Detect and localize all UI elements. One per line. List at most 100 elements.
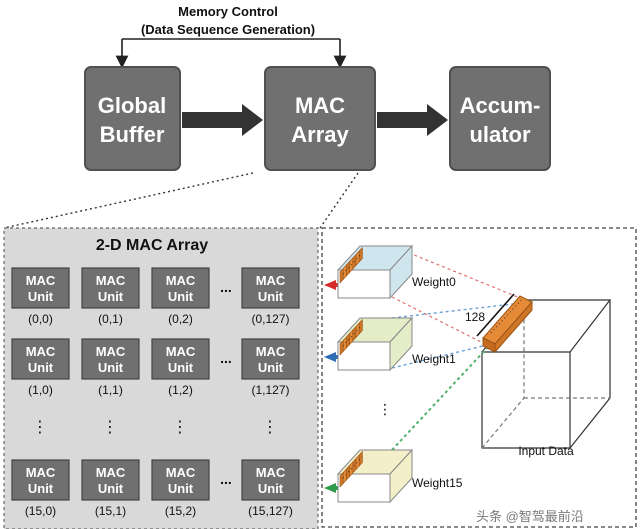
weight1-label: Weight1 (412, 352, 456, 366)
mac-unit-label-bottom: Unit (98, 360, 124, 375)
row-ellipsis: ... (220, 279, 232, 295)
mac-unit-box (11, 267, 70, 309)
mac-unit-box (81, 338, 140, 380)
mac-unit-box (241, 338, 300, 380)
mac-unit-label-top: MAC (166, 344, 196, 359)
mac-unit-coord: (0,0) (28, 312, 53, 326)
accumulator-label-1: Accum- (460, 93, 541, 118)
mac-unit-label-bottom: Unit (98, 289, 124, 304)
weight15-block (336, 448, 414, 504)
arrow-blue-weight1 (324, 352, 346, 362)
mac-unit-coord: (15,2) (165, 504, 196, 518)
mac-unit-coord: (15,1) (95, 504, 126, 518)
mac-unit-box (241, 267, 300, 309)
column-vertical-ellipsis: ⋮ (32, 419, 48, 436)
mac-unit-coord: (0,2) (168, 312, 193, 326)
column-vertical-ellipsis: ⋮ (172, 419, 188, 436)
mac-unit-label-bottom: Unit (28, 481, 54, 496)
arrow-green-weight15 (324, 483, 346, 493)
mac-unit-box (151, 338, 210, 380)
zoom-line-left (3, 172, 254, 229)
column-vertical-ellipsis: ⋮ (262, 419, 278, 436)
mac-unit-box (81, 267, 140, 309)
row-ellipsis: ... (220, 471, 232, 487)
mac-unit-box (81, 459, 140, 501)
weight1-block (336, 316, 414, 372)
link-red-top (391, 245, 531, 303)
weight0-label: Weight0 (412, 275, 456, 289)
mac-unit-grid: MACUnit(0,0)MACUnit(0,1)MACUnit(0,2)MACU… (11, 267, 300, 518)
mac-unit-coord: (1,1) (98, 383, 123, 397)
mac-array-label-2: Array (291, 122, 349, 147)
mac-unit-label-bottom: Unit (28, 360, 54, 375)
mac-unit-label-bottom: Unit (258, 481, 284, 496)
column-vertical-ellipsis: ⋮ (102, 419, 118, 436)
mac-array-label-1: MAC (295, 93, 345, 118)
mac-unit-box (11, 338, 70, 380)
mac-unit-label-top: MAC (256, 465, 286, 480)
mac-unit-coord: (1,2) (168, 383, 193, 397)
mac-unit-coord: (1,0) (28, 383, 53, 397)
depth-indicator-line (476, 293, 515, 337)
mac-unit-coord: (15,127) (248, 504, 293, 518)
mac-unit-label-bottom: Unit (258, 360, 284, 375)
memory-control-title: Memory Control (178, 4, 278, 19)
cube-orange-column (482, 295, 533, 354)
mac-unit-label-top: MAC (256, 344, 286, 359)
arrow-mac-to-accumulator (377, 104, 448, 136)
mac-array-panel-title: 2-D MAC Array (96, 237, 208, 254)
arrow-buffer-to-mac (182, 104, 263, 136)
memory-control-subtitle: (Data Sequence Generation) (141, 22, 315, 37)
mac-unit-box (151, 267, 210, 309)
mac-unit-label-top: MAC (26, 344, 56, 359)
depth-label: 128 (465, 310, 485, 324)
mac-unit-label-top: MAC (96, 465, 126, 480)
weight0-block (336, 244, 414, 300)
mac-unit-label-top: MAC (26, 273, 56, 288)
mac-unit-label-bottom: Unit (168, 481, 194, 496)
global-buffer-block (84, 66, 181, 171)
mac-array-block (264, 66, 376, 171)
zoom-line-right (319, 172, 359, 229)
mac-unit-label-top: MAC (96, 344, 126, 359)
mac-unit-label-top: MAC (26, 465, 56, 480)
mac-unit-coord: (1,127) (251, 383, 289, 397)
mac-unit-box (151, 459, 210, 501)
mac-unit-label-top: MAC (166, 465, 196, 480)
link-blue-top (391, 301, 531, 319)
mac-unit-coord: (15,0) (25, 504, 56, 518)
accumulator-label-2: ulator (469, 122, 531, 147)
weight15-label: Weight15 (412, 476, 463, 490)
mac-unit-label-bottom: Unit (258, 289, 284, 304)
mac-unit-label-bottom: Unit (98, 481, 124, 496)
mac-unit-label-top: MAC (166, 273, 196, 288)
link-blue-bottom (391, 344, 488, 369)
mac-unit-coord: (0,1) (98, 312, 123, 326)
row-ellipsis: ... (220, 350, 232, 366)
global-buffer-label-1: Global (98, 93, 166, 118)
mac-unit-coord: (0,127) (251, 312, 289, 326)
mac-unit-label-top: MAC (96, 273, 126, 288)
mac-unit-label-bottom: Unit (168, 360, 194, 375)
mac-unit-label-top: MAC (256, 273, 286, 288)
weight-ellipsis: ⋮ (378, 401, 392, 417)
weight-blocks (336, 244, 414, 504)
input-data-label: Input Data (518, 444, 574, 458)
mac-unit-box (11, 459, 70, 501)
mac-unit-label-bottom: Unit (168, 289, 194, 304)
arrow-red-weight0 (324, 280, 346, 290)
mac-unit-box (241, 459, 300, 501)
watermark: 头条 @智驾最前沿 (476, 509, 584, 524)
accumulator-block (449, 66, 551, 171)
